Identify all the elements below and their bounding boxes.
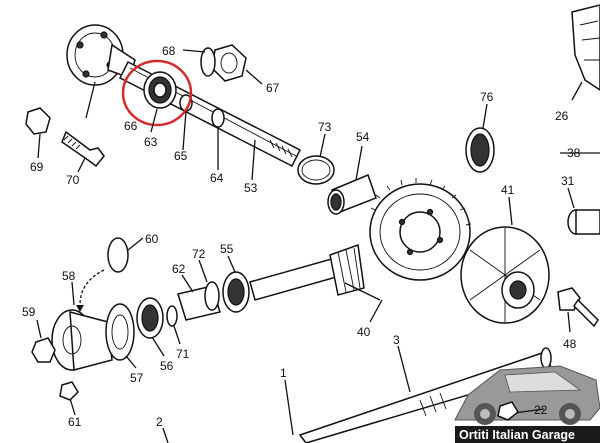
bolt-48 <box>557 287 599 328</box>
label-56: 56 <box>160 359 174 373</box>
label-41: 41 <box>501 183 515 197</box>
nut-69 <box>25 107 51 135</box>
seal-76 <box>465 127 495 173</box>
label-40: 40 <box>357 325 371 339</box>
label-38: 38 <box>567 146 581 160</box>
label-69: 69 <box>30 160 44 174</box>
axle-shaft <box>118 60 302 168</box>
label-70: 70 <box>66 173 80 187</box>
nut-59 <box>31 337 56 363</box>
label-2: 2 <box>156 415 163 429</box>
bearing-54 <box>327 174 377 215</box>
collar-64 <box>211 108 225 128</box>
label-55: 55 <box>220 242 234 256</box>
label-22: 22 <box>534 403 548 417</box>
label-53: 53 <box>244 181 258 195</box>
leader-lines <box>36 49 600 443</box>
bearing-63 <box>143 71 177 109</box>
label-64: 64 <box>210 171 224 185</box>
label-71: 71 <box>176 347 190 361</box>
label-58: 58 <box>62 269 76 283</box>
highlight-circle <box>121 59 193 127</box>
label-1: 1 <box>280 366 287 380</box>
label-57: 57 <box>130 371 144 385</box>
ring-gear-40 <box>369 178 472 281</box>
washer-60 <box>107 237 129 273</box>
differential-housing-41 <box>460 226 550 324</box>
watermark-text: Ortiti Italian Garage <box>459 428 575 442</box>
washer-72 <box>204 281 220 311</box>
bearing-56 <box>136 297 164 339</box>
label-54: 54 <box>356 130 370 144</box>
label-63: 63 <box>144 135 158 149</box>
label-3: 3 <box>393 333 400 347</box>
housing-26 <box>571 4 600 91</box>
ring-71 <box>166 305 178 327</box>
clip-22 <box>497 401 519 421</box>
label-67: 67 <box>266 81 280 95</box>
bolt-70 <box>61 130 105 168</box>
gear-57 <box>105 303 135 361</box>
label-62: 62 <box>172 262 186 276</box>
label-61: 61 <box>68 415 82 429</box>
watermark-bar <box>455 426 600 443</box>
label-65: 65 <box>174 149 188 163</box>
washer-68 <box>200 47 216 77</box>
flange-58 <box>51 309 113 371</box>
label-73: 73 <box>318 120 332 134</box>
label-31: 31 <box>561 174 575 188</box>
label-26: 26 <box>555 109 569 123</box>
label-72: 72 <box>192 247 206 261</box>
part-labels: 68 67 66 63 65 64 53 73 54 69 70 76 26 3… <box>22 44 581 429</box>
oring-73 <box>297 155 335 185</box>
label-48: 48 <box>563 337 577 351</box>
bearing-55 <box>222 271 250 313</box>
nut-67 <box>211 44 247 82</box>
label-60: 60 <box>145 232 159 246</box>
car-silhouette-icon <box>454 365 600 425</box>
label-68: 68 <box>162 44 176 58</box>
label-66: 66 <box>124 119 138 133</box>
label-59: 59 <box>22 305 36 319</box>
pinion-shaft <box>249 243 365 301</box>
bearing-31 <box>567 209 600 235</box>
clip-61 <box>59 381 79 401</box>
label-76: 76 <box>480 90 494 104</box>
